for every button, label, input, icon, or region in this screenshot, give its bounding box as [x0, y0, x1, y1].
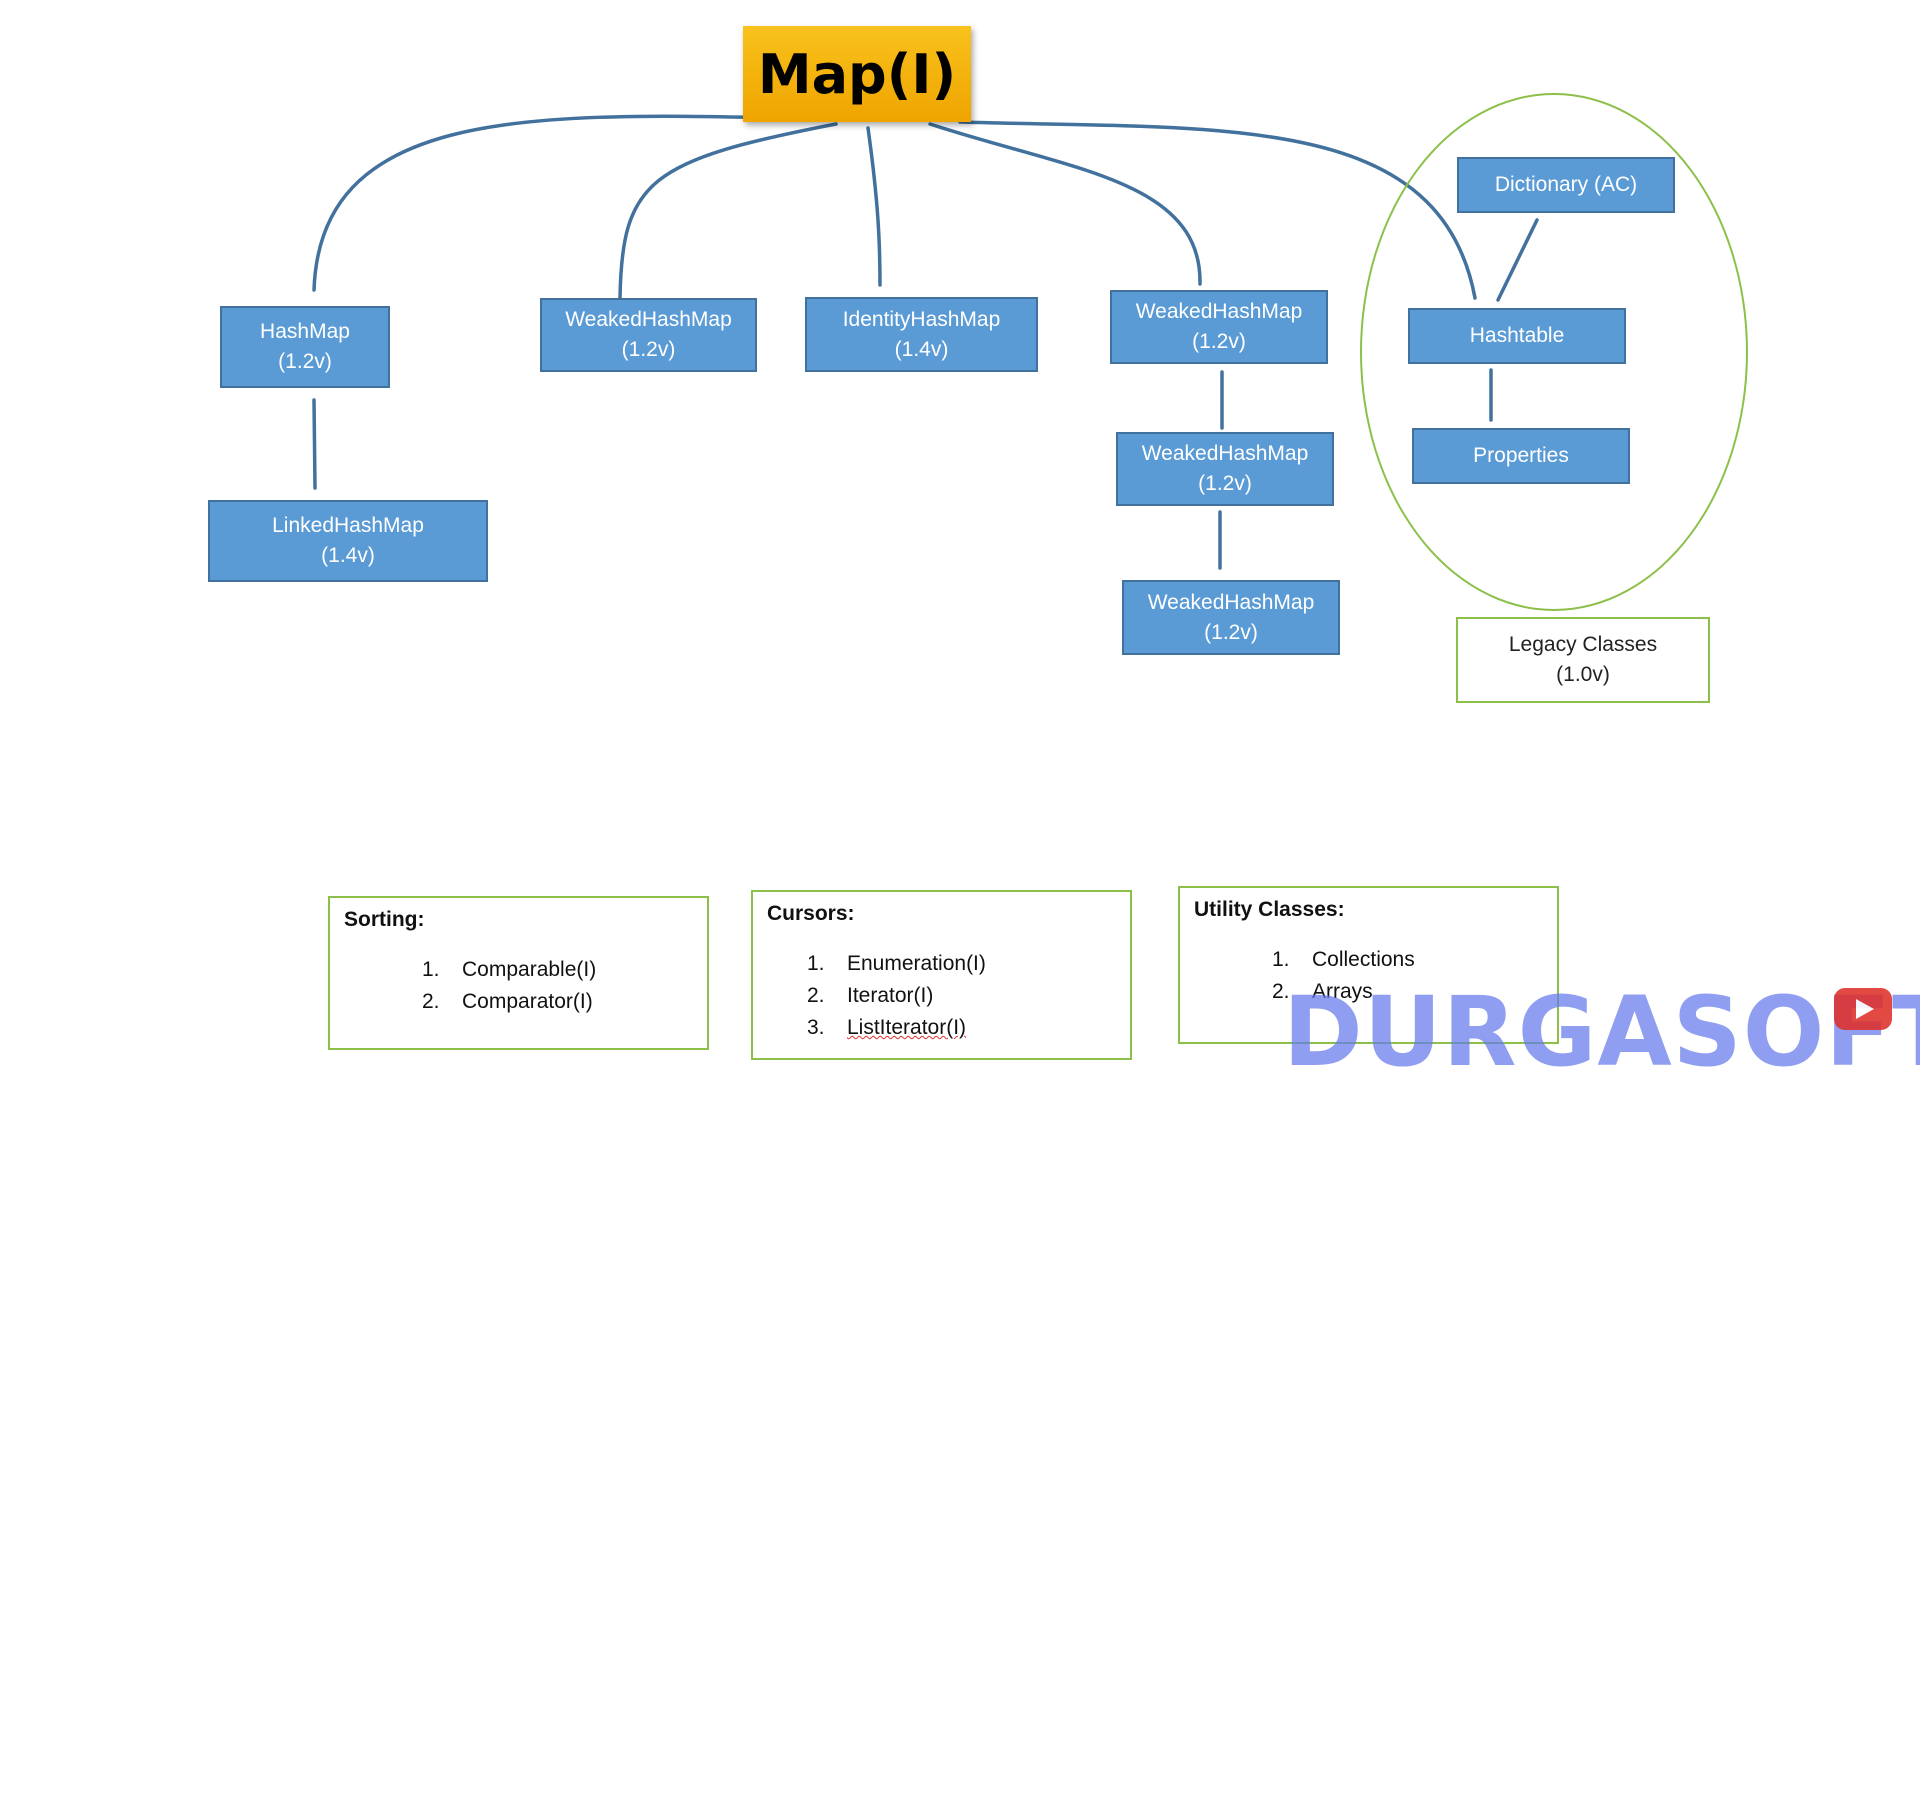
connector-root-hashmap: [312, 114, 782, 292]
connector-root-weakedhashmap-2: [928, 122, 1202, 286]
legacy-classes-label: Legacy Classes (1.0v): [1456, 617, 1710, 703]
node-weakedhashmap-4: WeakedHashMap (1.2v): [1122, 580, 1340, 655]
legacy-classes-group: [1360, 93, 1748, 611]
item-text: Arrays: [1312, 980, 1373, 1003]
node-dictionary: Dictionary (AC): [1457, 157, 1675, 213]
legacy-version: (1.0v): [1556, 663, 1610, 686]
list-item: 2. Iterator(I): [807, 980, 986, 1012]
node-weakedhashmap-3: WeakedHashMap (1.2v): [1116, 432, 1334, 506]
root-label: Map(I): [757, 42, 957, 106]
cursors-list: 1. Enumeration(I) 2. Iterator(I) 3. ListIte…: [807, 948, 986, 1044]
sorting-box: Sorting: 1. Comparable(I) 2. Comparator(I): [328, 896, 709, 1050]
node-name: WeakedHashMap: [1141, 442, 1309, 465]
utility-list: 1. Collections 2. Arrays: [1272, 944, 1415, 1008]
item-number: 2.: [1272, 980, 1290, 1003]
node-hashtable: Hashtable: [1408, 308, 1626, 364]
node-name: IdentityHashMap: [842, 307, 1001, 331]
list-item: 1. Collections: [1272, 944, 1415, 976]
node-version: (1.4v): [894, 337, 949, 361]
utility-title: Utility Classes:: [1194, 898, 1345, 921]
node-weakedhashmap-1: WeakedHashMap (1.2v): [540, 298, 757, 372]
item-number: 2.: [807, 984, 825, 1007]
list-item: 1. Enumeration(I): [807, 948, 986, 980]
node-name: Dictionary (AC): [1494, 173, 1638, 196]
item-number: 1.: [1272, 948, 1290, 971]
node-name: HashMap: [260, 320, 350, 343]
node-linkedhashmap: LinkedHashMap (1.4v): [208, 500, 488, 582]
map-interface-root-node: Map(I): [743, 26, 971, 122]
item-text: Collections: [1312, 948, 1415, 971]
list-item: 2. Arrays: [1272, 976, 1415, 1008]
connector-root-identityhashmap: [866, 126, 882, 287]
cursors-title: Cursors:: [767, 902, 855, 925]
connector-hashmap-linkedhashmap: [312, 398, 317, 490]
cursors-box: Cursors: 1. Enumeration(I) 2. Iterator(I) …: [751, 890, 1132, 1060]
node-name: Hashtable: [1469, 324, 1565, 347]
node-weakedhashmap-2: WeakedHashMap (1.2v): [1110, 290, 1328, 364]
node-name: WeakedHashMap: [1135, 300, 1303, 323]
sorting-list: 1. Comparable(I) 2. Comparator(I): [422, 954, 596, 1018]
node-name: WeakedHashMap: [565, 308, 732, 331]
play-icon[interactable]: [1834, 988, 1892, 1030]
list-item: 3. ListIterator(I): [807, 1012, 986, 1044]
list-item: 2. Comparator(I): [422, 986, 596, 1018]
utility-classes-box: Utility Classes: 1. Collections 2. Arrays: [1178, 886, 1559, 1044]
item-number: 1.: [807, 952, 825, 975]
item-number: 2.: [422, 990, 440, 1013]
node-name: LinkedHashMap: [272, 514, 424, 537]
item-text: Enumeration(I): [847, 952, 986, 975]
node-version: (1.2v): [1204, 620, 1258, 644]
node-name: WeakedHashMap: [1147, 590, 1315, 614]
sorting-title: Sorting:: [344, 908, 425, 931]
list-item: 1. Comparable(I): [422, 954, 596, 986]
watermark-logo: DURGASOFT: [1283, 976, 1920, 1088]
connector-root-weakedhashmap-1: [618, 122, 838, 300]
item-text: Comparator(I): [462, 990, 593, 1013]
item-number: 3.: [807, 1016, 825, 1039]
item-number: 1.: [422, 958, 440, 981]
node-version: (1.2v): [1198, 472, 1252, 495]
item-text: Comparable(I): [462, 958, 597, 981]
node-name: Properties: [1473, 444, 1569, 467]
node-hashmap: HashMap (1.2v): [220, 306, 390, 388]
node-version: (1.2v): [278, 350, 332, 373]
node-identityhashmap: IdentityHashMap (1.4v): [805, 297, 1038, 372]
legacy-title: Legacy Classes: [1508, 633, 1658, 656]
node-version: (1.4v): [321, 544, 375, 567]
item-text: Iterator(I): [847, 984, 934, 1007]
node-version: (1.2v): [1192, 330, 1246, 353]
node-version: (1.2v): [621, 338, 676, 361]
node-properties: Properties: [1412, 428, 1630, 484]
item-text: ListIterator(I): [847, 1016, 967, 1039]
